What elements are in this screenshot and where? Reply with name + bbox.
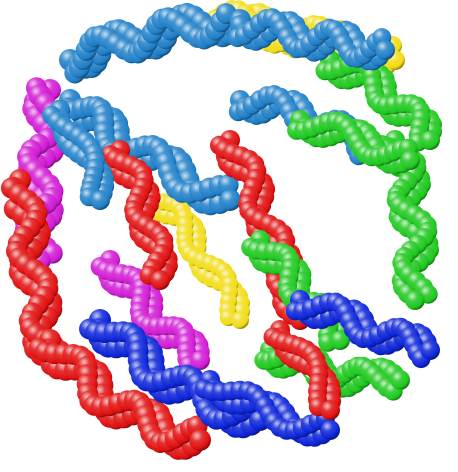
green-strand-backbone xyxy=(400,150,420,170)
blue-strand-backbone xyxy=(217,174,239,196)
navy-strand-backbone xyxy=(320,420,340,440)
green-strand-backbone xyxy=(330,330,350,350)
blue-strand-backbone xyxy=(90,190,110,210)
red-strand-backbone xyxy=(320,400,340,420)
blue-strand-backbone xyxy=(219,189,241,211)
front-layer xyxy=(28,100,440,460)
red-strand-backbone xyxy=(189,429,211,451)
magenta-strand-backbone xyxy=(190,350,210,370)
green-strand-backbone xyxy=(420,130,440,150)
green-strand-backbone xyxy=(405,290,425,310)
red-strand-backbone xyxy=(150,270,170,290)
blue-strand-backbone xyxy=(375,40,395,60)
yellow-strand-backbone xyxy=(231,311,249,329)
green-strand-backbone xyxy=(390,370,410,390)
navy-strand-backbone xyxy=(420,340,440,360)
